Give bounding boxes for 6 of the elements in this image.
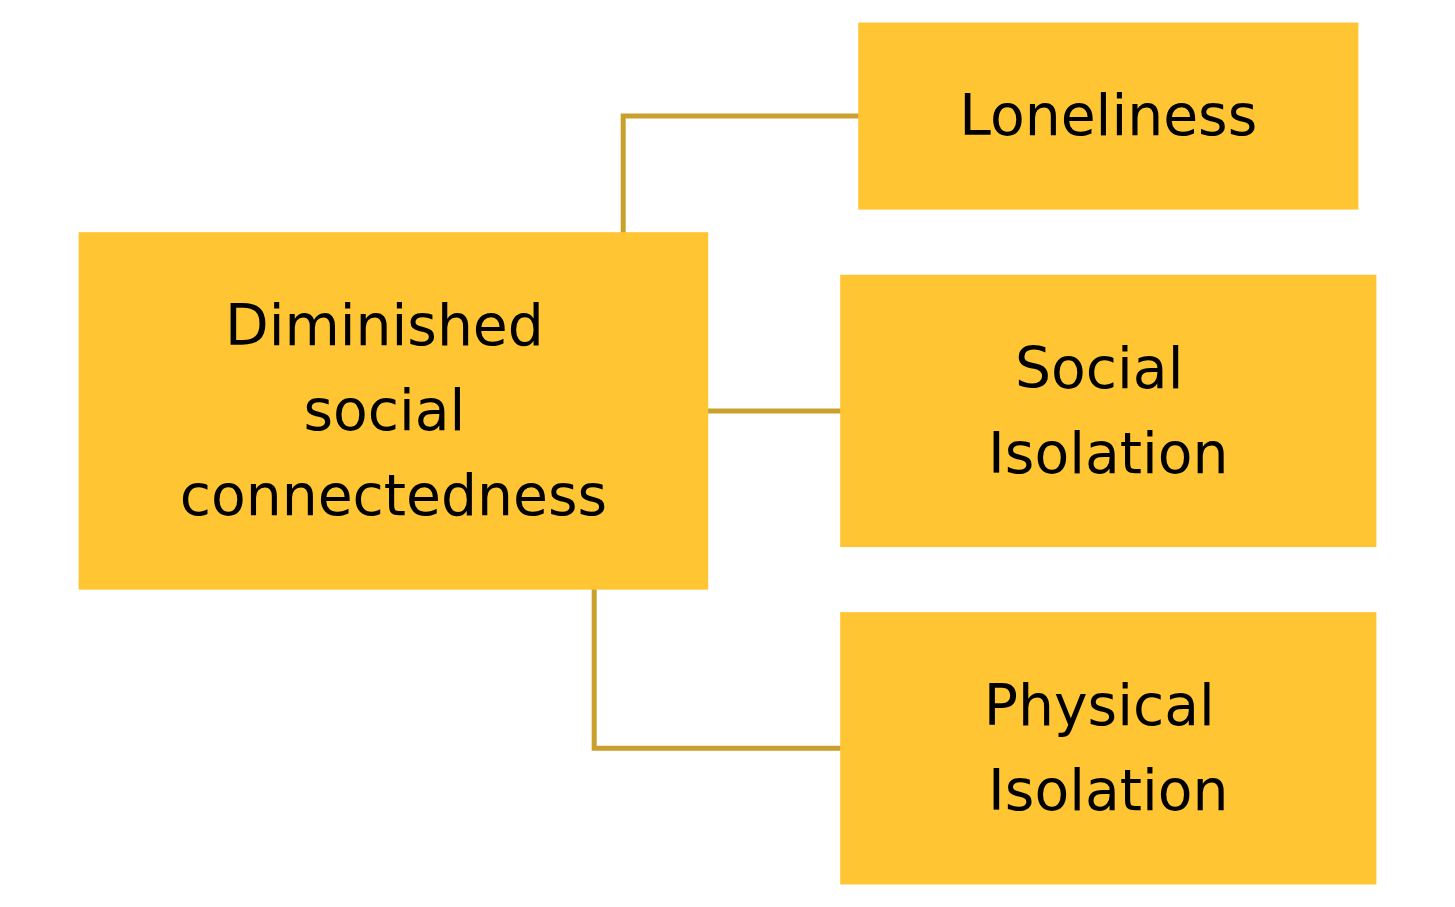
connector (620, 113, 860, 233)
node-box: Diminished social connectedness (78, 232, 709, 590)
node-box: Loneliness (858, 22, 1359, 210)
connector (591, 588, 841, 751)
node-box: Physical Isolation (840, 612, 1377, 885)
node-box: Social Isolation (840, 274, 1377, 548)
